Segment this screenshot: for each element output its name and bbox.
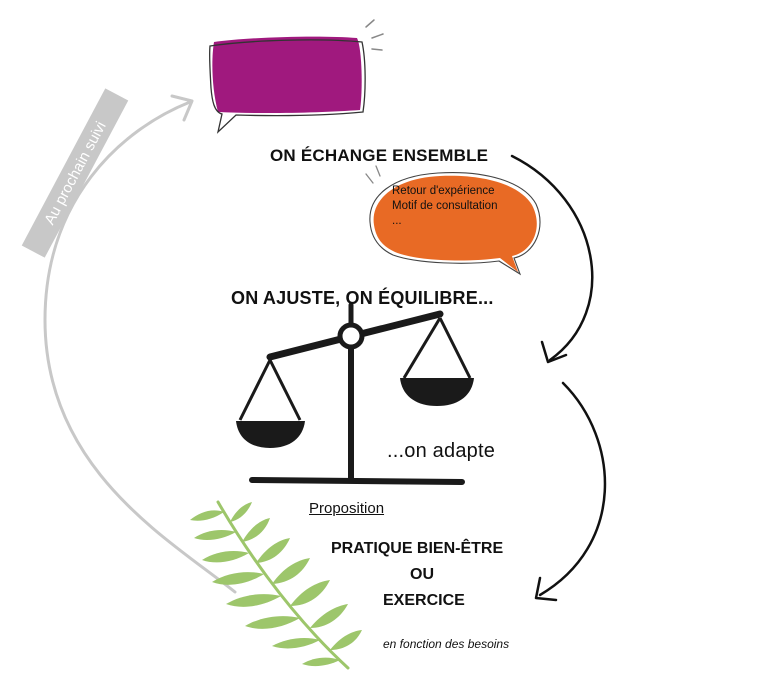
feedback-line-1: Retour d'expérience: [392, 185, 495, 197]
scale-right-pan: [400, 378, 474, 406]
step-exchange-label: ON ÉCHANGE ENSEMBLE: [270, 146, 489, 165]
option-wellbeing-practice: PRATIQUE BIEN-ÊTRE: [331, 540, 504, 557]
needs-note: en fonction des besoins: [383, 637, 510, 651]
return-arrow-head: [170, 94, 194, 122]
arrow-to-proposition-head: [534, 576, 558, 602]
arrow-to-adjust-head: [540, 340, 568, 364]
arrow-to-proposition: [538, 381, 607, 597]
purple-speech-bubble: [208, 19, 384, 134]
option-exercise: EXERCICE: [383, 592, 465, 609]
step-adapt-label: ...on adapte: [387, 440, 496, 462]
feedback-line-3: ...: [392, 215, 402, 227]
scale-left-pan: [236, 421, 305, 448]
feedback-line-2: Motif de consultation: [392, 200, 498, 212]
feedback-bubble-text: Retour d'expérience Motif de consultatio…: [392, 184, 497, 229]
option-connector: OU: [410, 566, 434, 583]
arrow-to-adjust: [510, 154, 594, 362]
step-adjust-label: ON AJUSTE, ON ÉQUILIBRE...: [231, 288, 494, 308]
orange-speech-bubble: [365, 165, 541, 276]
balance-scale: [238, 302, 472, 485]
fern-leaf-icon: [190, 500, 362, 670]
return-arrow: [43, 100, 237, 594]
proposition-label: Proposition: [309, 500, 385, 517]
